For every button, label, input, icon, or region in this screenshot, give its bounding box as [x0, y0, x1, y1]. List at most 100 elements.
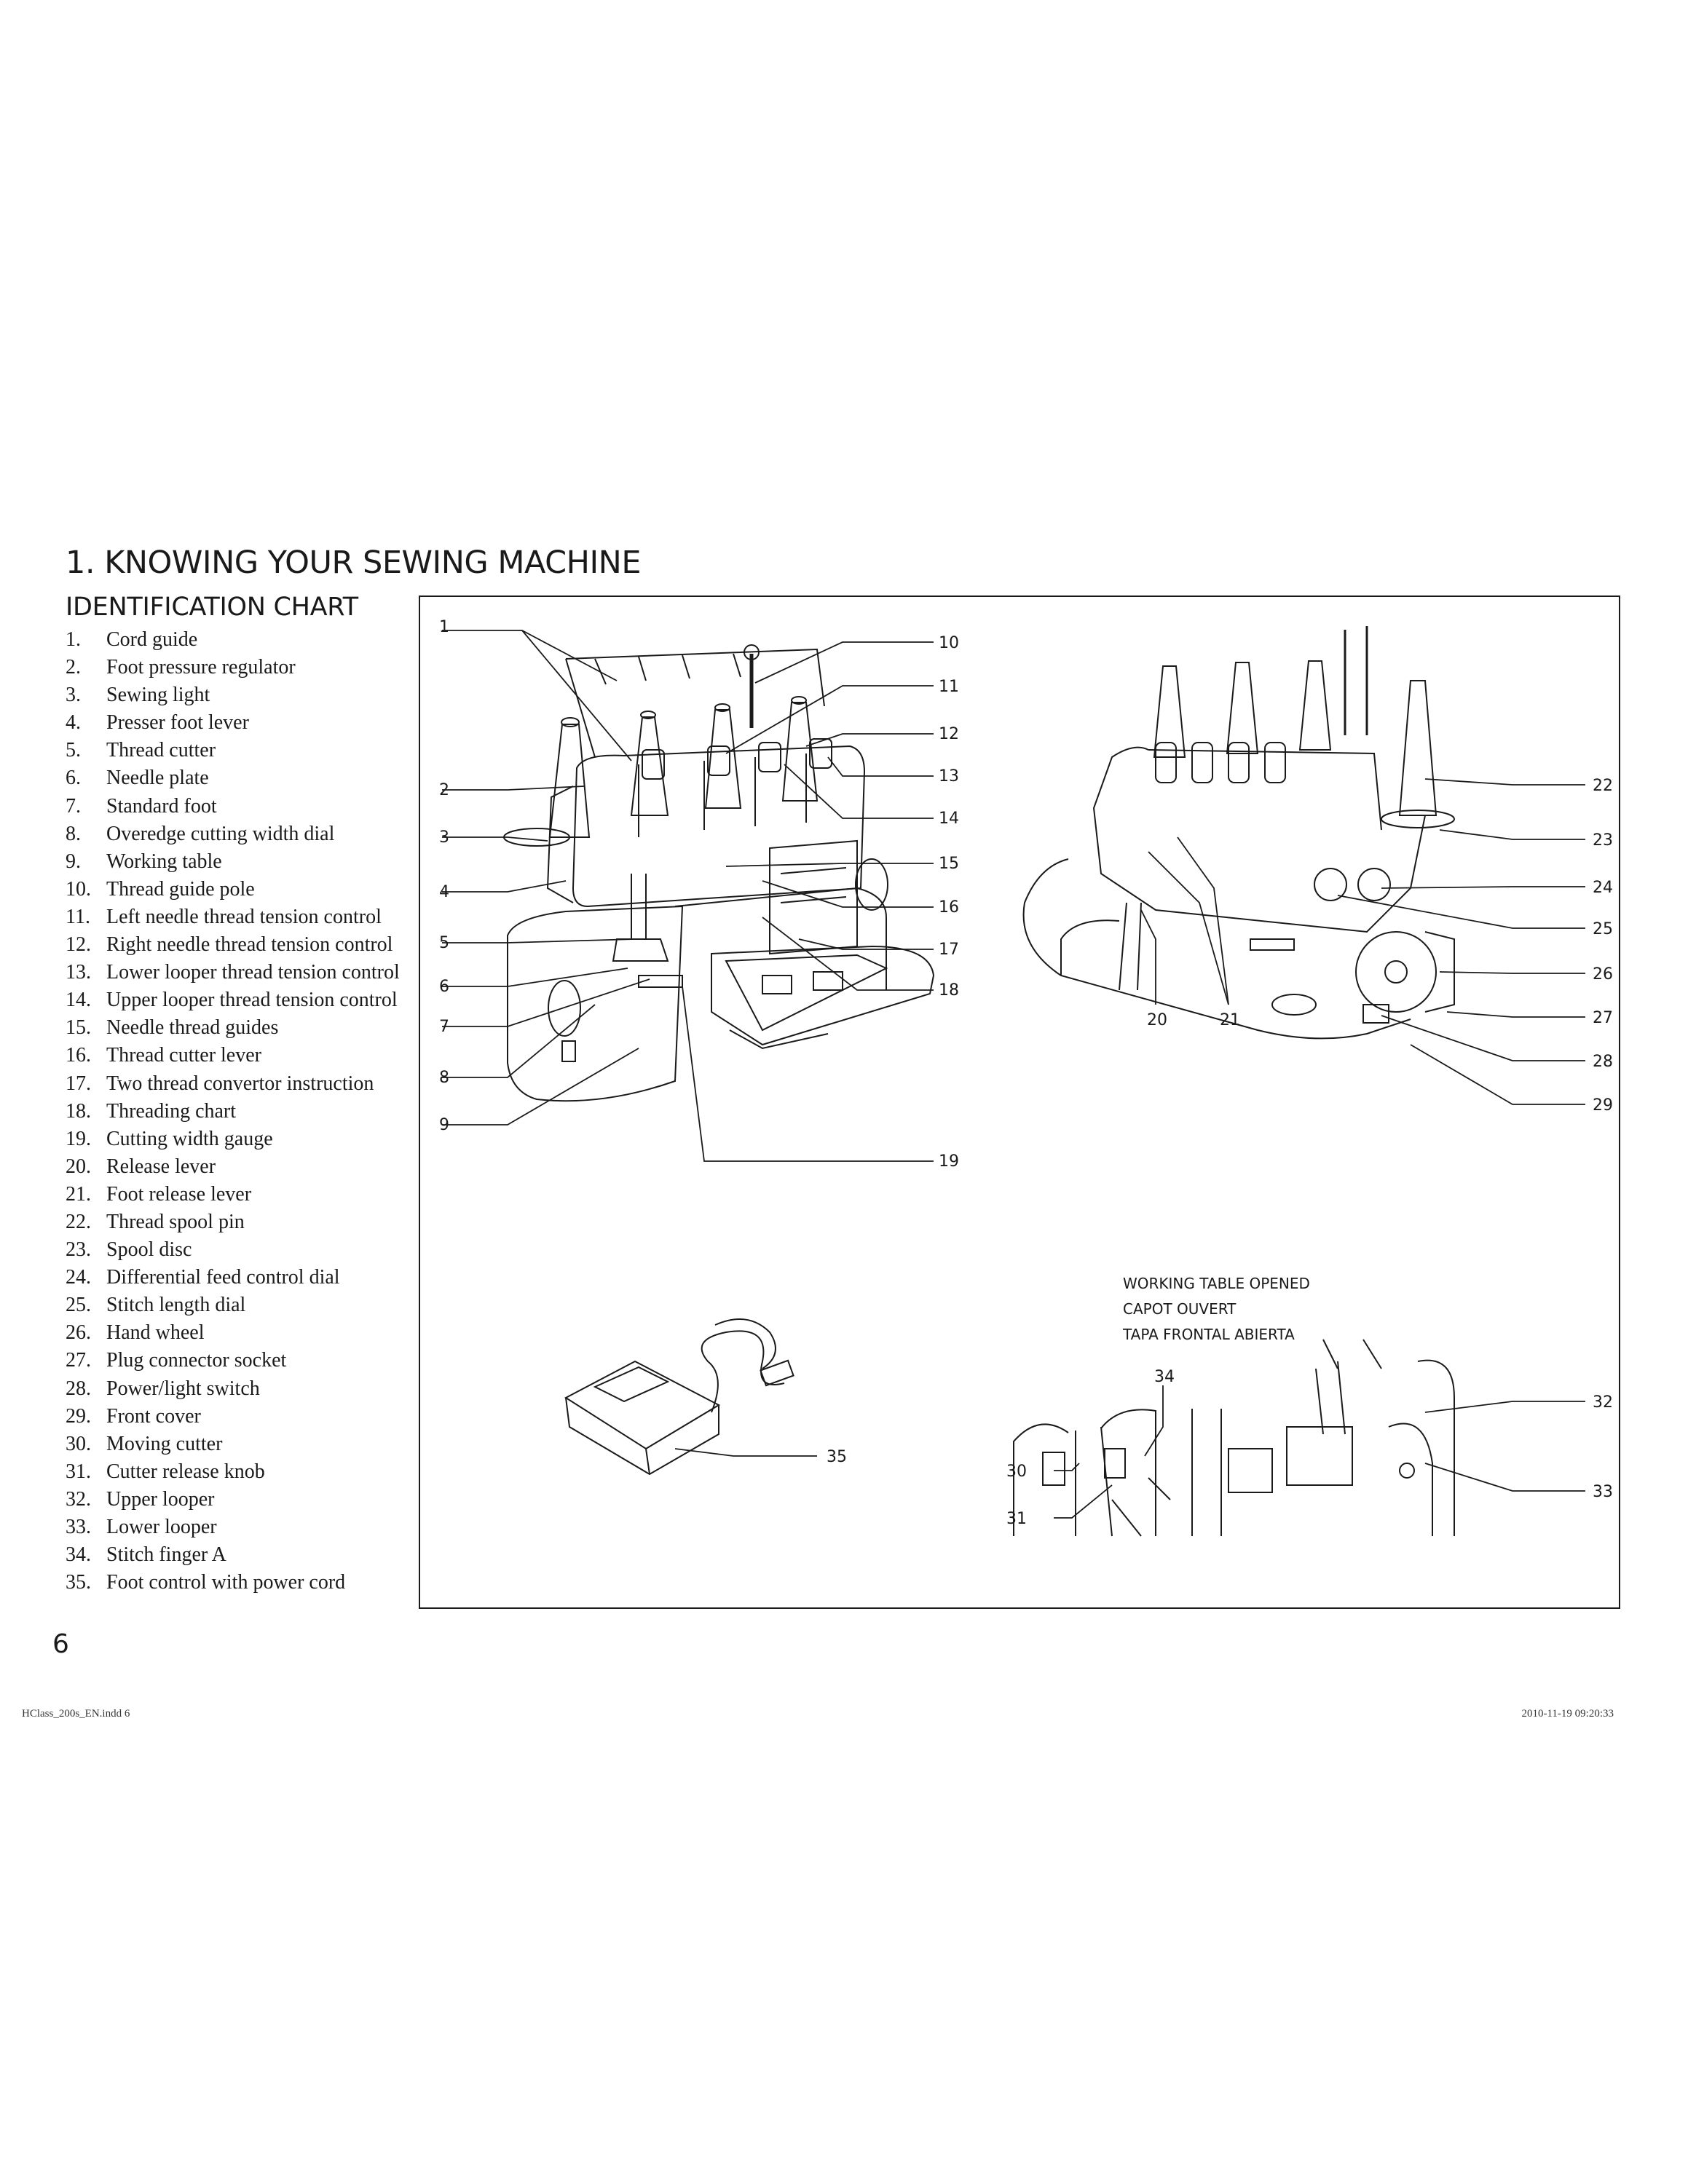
- callout-20: 20: [1147, 1011, 1167, 1029]
- list-item: 10.Thread guide pole: [66, 876, 400, 903]
- item-label: Upper looper: [106, 1487, 215, 1511]
- list-item: 11.Left needle thread tension control: [66, 903, 400, 931]
- callout-28: 28: [1593, 1053, 1613, 1071]
- item-label: Foot release lever: [106, 1182, 252, 1206]
- item-number: 16.: [66, 1044, 91, 1067]
- item-number: 19.: [66, 1127, 91, 1150]
- item-label: Differential feed control dial: [106, 1266, 340, 1289]
- item-number: 10.: [66, 877, 91, 901]
- item-label: Moving cutter: [106, 1432, 223, 1455]
- item-number: 22.: [66, 1210, 91, 1233]
- list-item: 15. Needle thread guides: [66, 1014, 400, 1042]
- list-item: 25.Stitch length dial: [66, 1291, 400, 1319]
- footer-timestamp: 2010-11-19 09:20:33: [1521, 1708, 1614, 1720]
- detail-caption: WORKING TABLE OPENED CAPOT OUVERT TAPA F…: [1122, 1275, 1310, 1343]
- identification-figure: 1 2 3 4 5 6 7 8 9 10 11 12 13 14 15 16 1…: [419, 596, 1620, 1609]
- list-item: 32. Upper looper: [66, 1486, 400, 1514]
- list-item: 6.Needle plate: [66, 764, 400, 792]
- callout-19: 19: [939, 1152, 959, 1171]
- section-subtitle: IDENTIFICATION CHART: [66, 593, 358, 622]
- item-number: 3.: [66, 684, 81, 707]
- list-item: 13. Lower looper thread tension control: [66, 959, 400, 986]
- callout-31: 31: [1006, 1510, 1027, 1528]
- callout-23: 23: [1593, 831, 1613, 850]
- callout-30: 30: [1006, 1463, 1027, 1481]
- item-label: Thread spool pin: [106, 1210, 245, 1233]
- item-number: 31.: [66, 1460, 91, 1483]
- list-item: 19.Cutting width gauge: [66, 1125, 400, 1153]
- item-number: 32.: [66, 1487, 91, 1511]
- machine-side-view: [1022, 626, 1455, 1040]
- item-number: 34.: [66, 1543, 91, 1567]
- item-number: 13.: [66, 961, 91, 984]
- callout-33: 33: [1593, 1483, 1613, 1501]
- callout-5: 5: [439, 934, 449, 952]
- callout-13: 13: [939, 767, 959, 786]
- item-number: 8.: [66, 822, 81, 845]
- item-label: Needle plate: [106, 767, 209, 790]
- item-number: 33.: [66, 1516, 91, 1538]
- callout-10: 10: [939, 634, 959, 652]
- list-item: 4.Presser foot lever: [66, 709, 400, 737]
- item-label: Right needle thread tension control: [106, 933, 393, 957]
- callout-2: 2: [439, 781, 449, 799]
- callout-3: 3: [439, 828, 449, 847]
- item-label: Lower looper thread tension control: [106, 961, 400, 984]
- list-item: 30.Moving cutter: [66, 1431, 400, 1458]
- list-item: 3. Sewing light: [66, 681, 400, 709]
- callout-4: 4: [439, 883, 449, 901]
- item-label: Threading chart: [106, 1099, 237, 1123]
- caption-line: CAPOT OUVERT: [1123, 1300, 1237, 1318]
- callout-32: 32: [1593, 1393, 1613, 1412]
- machine-illustration: 1 2 3 4 5 6 7 8 9 10 11 12 13 14 15 16 1…: [439, 618, 1613, 1537]
- callout-16: 16: [939, 898, 959, 917]
- item-number: 17.: [66, 1072, 91, 1095]
- leader-lines-right: [1140, 778, 1585, 1105]
- list-item: 20.Release lever: [66, 1153, 400, 1181]
- leader-lines-detail: [1054, 1385, 1585, 1519]
- list-item: 7.Standard foot: [66, 793, 400, 820]
- item-number: 27.: [66, 1349, 91, 1372]
- callout-6: 6: [439, 978, 449, 996]
- item-number: 23.: [66, 1238, 91, 1262]
- item-number: 18.: [66, 1099, 91, 1123]
- item-label: Plug connector socket: [106, 1349, 287, 1372]
- item-label: Needle thread guides: [106, 1016, 279, 1040]
- callout-12: 12: [939, 725, 959, 743]
- machine-front-view: [503, 644, 935, 1102]
- item-label: Presser foot lever: [106, 711, 249, 735]
- callout-35: 35: [827, 1448, 847, 1466]
- item-number: 5.: [66, 739, 81, 762]
- list-item: 26.Hand wheel: [66, 1319, 400, 1347]
- item-label: Thread cutter lever: [106, 1044, 261, 1067]
- callout-22: 22: [1593, 777, 1613, 795]
- callout-8: 8: [439, 1069, 449, 1087]
- item-number: 29.: [66, 1404, 91, 1428]
- list-item: 14.Upper looper thread tension control: [66, 986, 400, 1014]
- list-item: 12. Right needle thread tension control: [66, 931, 400, 959]
- list-item: 5. Thread cutter: [66, 737, 400, 764]
- item-label: Spool disc: [106, 1238, 192, 1262]
- item-number: 21.: [66, 1182, 91, 1206]
- leader-lines-left: [442, 630, 934, 1162]
- item-label: Standard foot: [106, 794, 217, 818]
- item-number: 12.: [66, 933, 91, 957]
- item-label: Lower looper: [106, 1516, 217, 1538]
- item-label: Power/light switch: [106, 1377, 260, 1400]
- item-label: Sewing light: [106, 684, 210, 707]
- list-item: 33. Lower looper: [66, 1514, 400, 1541]
- callout-26: 26: [1593, 965, 1613, 984]
- callout-11: 11: [939, 678, 959, 696]
- item-label: Release lever: [106, 1155, 216, 1178]
- callout-9: 9: [439, 1116, 449, 1134]
- item-label: Thread cutter: [106, 739, 216, 762]
- callout-numbers: 1 2 3 4 5 6 7 8 9 10 11 12 13 14 15 16 1…: [439, 618, 1613, 1528]
- callout-17: 17: [939, 941, 959, 959]
- callout-1: 1: [439, 618, 449, 636]
- callout-15: 15: [939, 855, 959, 873]
- list-item: 31.Cutter release knob: [66, 1458, 400, 1486]
- list-item: 22. Thread spool pin: [66, 1208, 400, 1236]
- item-number: 15.: [66, 1016, 91, 1040]
- list-item: 27. Plug connector socket: [66, 1347, 400, 1374]
- list-item: 9.Working table: [66, 848, 400, 876]
